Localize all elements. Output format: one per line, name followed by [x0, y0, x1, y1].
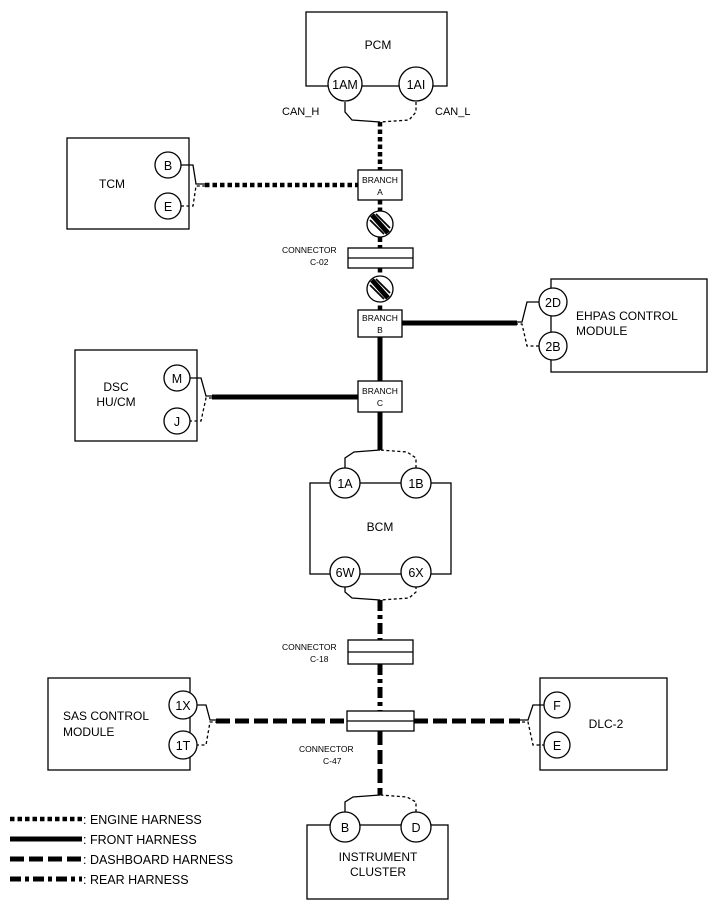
- tcm-pin-b: B: [154, 151, 182, 179]
- dsc-pin-m: M: [163, 364, 191, 392]
- legend-item-engine: : ENGINE HARNESS: [10, 813, 202, 827]
- bcm-pin-1a: 1A: [329, 467, 361, 499]
- svg-text:1A: 1A: [337, 477, 353, 491]
- branch-c: BRANCH C: [357, 380, 403, 413]
- connector-c18: CONNECTOR C-18: [282, 639, 414, 665]
- svg-text:CONNECTOR: CONNECTOR: [282, 245, 337, 255]
- svg-text:C-47: C-47: [323, 756, 342, 766]
- ehpas-label-line1: EHPAS CONTROL: [576, 309, 678, 323]
- ehpas-pin-2d: 2D: [538, 287, 568, 317]
- ehpas-label-line2: MODULE: [576, 324, 627, 338]
- svg-text:: FRONT HARNESS: : FRONT HARNESS: [83, 833, 197, 847]
- tcm-pin-e: E: [154, 192, 182, 220]
- svg-text:J: J: [174, 415, 180, 429]
- svg-text:BRANCH: BRANCH: [362, 175, 398, 185]
- bcm-pin-6x: 6X: [400, 556, 432, 588]
- twisted-pair-icon-lower: [366, 275, 394, 303]
- pins: 1AM 1AI B E 2D 2B M J 1A 1B 6W 6X 1X 1T …: [154, 66, 571, 843]
- svg-text:CONNECTOR: CONNECTOR: [282, 642, 337, 652]
- svg-text:B: B: [341, 821, 349, 835]
- sas-pin-1t: 1T: [168, 730, 198, 760]
- pcm-pin-1ai: 1AI: [398, 66, 434, 102]
- svg-text:B: B: [377, 325, 383, 335]
- bcm-pin-6w: 6W: [329, 556, 361, 588]
- svg-text:: ENGINE HARNESS: : ENGINE HARNESS: [83, 813, 202, 827]
- svg-text:1AM: 1AM: [332, 78, 358, 92]
- pcm-pin-1am: 1AM: [327, 66, 363, 102]
- svg-text:: REAR HARNESS: : REAR HARNESS: [83, 873, 189, 887]
- legend-item-front: : FRONT HARNESS: [10, 833, 197, 847]
- svg-text:C-18: C-18: [310, 654, 329, 664]
- can-l-label: CAN_L: [435, 106, 470, 118]
- svg-text:A: A: [377, 187, 383, 197]
- svg-text:2D: 2D: [545, 296, 561, 310]
- svg-text:BRANCH: BRANCH: [362, 313, 398, 323]
- branch-a: BRANCH A: [357, 169, 403, 201]
- svg-text:: DASHBOARD HARNESS: : DASHBOARD HARNESS: [83, 853, 233, 867]
- connector-c47: CONNECTOR C-47: [299, 710, 415, 766]
- pcm-label: PCM: [365, 38, 392, 52]
- ic-label-line2: CLUSTER: [350, 865, 406, 879]
- bcm-label: BCM: [367, 520, 394, 534]
- svg-text:2B: 2B: [545, 340, 560, 354]
- harness-lines: [205, 122, 520, 795]
- svg-text:B: B: [164, 159, 172, 173]
- ic-pin-b: B: [329, 811, 361, 843]
- svg-text:E: E: [164, 200, 172, 214]
- svg-text:C: C: [377, 398, 383, 408]
- legend-item-dashboard: : DASHBOARD HARNESS: [10, 853, 233, 867]
- bcm-pin-1b: 1B: [400, 467, 432, 499]
- can-h-label: CAN_H: [282, 106, 319, 118]
- dsc-label-line1: DSC: [103, 380, 129, 394]
- dlc-pin-f: F: [543, 691, 571, 719]
- bcm-module: BCM: [309, 482, 452, 575]
- pcm-module: PCM: [305, 11, 448, 87]
- svg-text:BRANCH: BRANCH: [362, 386, 398, 396]
- legend: : ENGINE HARNESS : FRONT HARNESS : DASHB…: [10, 813, 233, 887]
- svg-text:6X: 6X: [408, 566, 424, 580]
- dsc-label-line2: HU/CM: [96, 395, 135, 409]
- legend-item-rear: : REAR HARNESS: [10, 873, 189, 887]
- ehpas-module: EHPAS CONTROL MODULE: [550, 278, 708, 373]
- svg-text:E: E: [553, 739, 561, 753]
- pin-leads: [181, 102, 545, 812]
- ic-pin-d: D: [400, 811, 432, 843]
- dlc-label: DLC-2: [589, 717, 624, 731]
- svg-text:D: D: [411, 821, 420, 835]
- ic-label-line1: INSTRUMENT: [339, 850, 418, 864]
- svg-text:6W: 6W: [336, 566, 355, 580]
- sas-pin-1x: 1X: [168, 690, 198, 720]
- sas-label-line1: SAS CONTROL: [63, 709, 149, 723]
- tcm-label: TCM: [99, 177, 125, 191]
- svg-text:1T: 1T: [176, 739, 191, 753]
- svg-text:CONNECTOR: CONNECTOR: [299, 744, 354, 754]
- dsc-pin-j: J: [163, 407, 191, 435]
- ehpas-pin-2b: 2B: [538, 331, 568, 361]
- svg-text:F: F: [553, 699, 561, 713]
- svg-text:M: M: [172, 372, 182, 386]
- sas-module: SAS CONTROL MODULE: [47, 677, 191, 771]
- svg-text:1AI: 1AI: [407, 78, 426, 92]
- branch-b: BRANCH B: [357, 309, 403, 338]
- svg-text:1B: 1B: [408, 477, 423, 491]
- twisted-pair-icon-upper: [366, 210, 394, 238]
- svg-text:C-02: C-02: [310, 257, 329, 267]
- connector-c02: CONNECTOR C-02: [282, 245, 414, 269]
- sas-label-line2: MODULE: [63, 725, 114, 739]
- dlc-pin-e: E: [543, 731, 571, 759]
- svg-text:1X: 1X: [175, 699, 191, 713]
